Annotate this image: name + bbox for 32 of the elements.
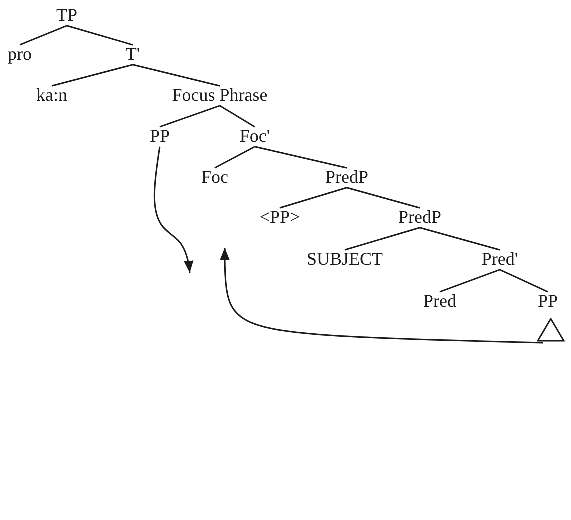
tree-label: TP <box>56 6 78 26</box>
tree-branch <box>132 64 220 87</box>
tree-branch <box>346 187 420 209</box>
tree-branch <box>344 227 420 251</box>
tree-branch <box>440 269 500 293</box>
tree-label: T' <box>126 45 140 65</box>
tree-label: SUBJECT <box>306 250 384 270</box>
movement-arrow <box>154 146 194 274</box>
tree-label: <PP> <box>260 208 300 228</box>
tree-branch <box>500 269 548 293</box>
tree-label: pro <box>8 45 32 65</box>
tree-label: Pred' <box>482 250 518 270</box>
tree-branch <box>66 25 134 46</box>
tree-label: Foc <box>202 168 228 188</box>
tree-branch <box>160 105 220 128</box>
movement-arrow <box>220 248 544 344</box>
triangle-shape <box>537 318 565 342</box>
tree-branch <box>52 64 134 87</box>
tree-label: PredP <box>398 208 442 228</box>
tree-label: PredP <box>326 168 368 188</box>
tree-branch <box>254 146 348 169</box>
tree-label: ka:n <box>36 86 68 106</box>
tree-branch <box>280 187 348 209</box>
tree-branch <box>220 105 256 128</box>
tree-label: PP <box>538 292 558 312</box>
tree-branch <box>420 227 500 251</box>
tree-label: Foc' <box>240 127 270 147</box>
tree-branch <box>20 25 68 46</box>
tree-label: Focus Phrase <box>172 86 268 106</box>
tree-label: Pred <box>424 292 456 312</box>
tree-label: PP <box>150 127 170 147</box>
tree-branch <box>214 146 256 169</box>
